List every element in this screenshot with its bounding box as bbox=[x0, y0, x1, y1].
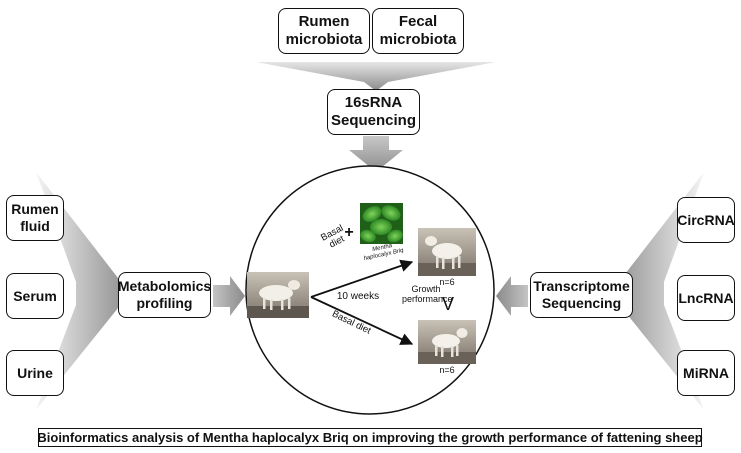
caption-box: Bioinformatics analysis of Mentha haploc… bbox=[37, 428, 703, 447]
n-control-label: n=6 bbox=[439, 365, 455, 375]
lncrna-box: LncRNA bbox=[677, 275, 735, 321]
right-small-arrow bbox=[496, 276, 528, 316]
weeks-label: 10 weeks bbox=[336, 291, 380, 302]
serum-box: Serum bbox=[6, 273, 64, 319]
metabolomics-box: Metabolomics profiling bbox=[118, 272, 211, 318]
greater-than-symbol: V bbox=[441, 294, 454, 314]
rumen-microbiota-label: Rumen microbiota bbox=[285, 13, 363, 48]
urine-label: Urine bbox=[17, 364, 53, 381]
serum-label: Serum bbox=[13, 287, 57, 304]
right-chevron-arrow bbox=[622, 172, 704, 410]
top-funnel-arrow bbox=[256, 62, 496, 91]
circrna-label: CircRNA bbox=[677, 211, 735, 228]
sheep-photo-start bbox=[247, 272, 309, 318]
rumen-fluid-box: Rumen fluid bbox=[6, 195, 64, 241]
fecal-microbiota-box: Fecal microbiota bbox=[372, 8, 464, 54]
left-chevron-arrow bbox=[36, 172, 118, 410]
fecal-microbiota-label: Fecal microbiota bbox=[379, 13, 457, 48]
mint-image bbox=[360, 203, 403, 244]
rumen-microbiota-box: Rumen microbiota bbox=[278, 8, 370, 54]
left-small-arrow bbox=[213, 276, 245, 316]
mirna-box: MiRNA bbox=[677, 350, 735, 396]
down-arrow bbox=[349, 136, 403, 172]
sheep-photo-treatment bbox=[418, 228, 476, 276]
growth-performance-label: Growth performance bbox=[402, 284, 453, 304]
metabolomics-label: Metabolomics profiling bbox=[117, 278, 212, 311]
circrna-box: CircRNA bbox=[677, 197, 735, 243]
arrow-to-control bbox=[310, 296, 414, 345]
transcriptome-box: Transcriptome Sequencing bbox=[530, 272, 633, 318]
rumen-fluid-label: Rumen fluid bbox=[11, 201, 59, 234]
plus-sign: + bbox=[344, 224, 354, 241]
transcriptome-label: Transcriptome Sequencing bbox=[533, 278, 630, 311]
urine-box: Urine bbox=[6, 350, 64, 396]
sequencing-16s-label: 16sRNA Sequencing bbox=[330, 94, 416, 129]
sheep-photo-control bbox=[418, 320, 476, 364]
arrow-to-treatment bbox=[310, 259, 414, 298]
lncrna-label: LncRNA bbox=[678, 289, 734, 306]
mirna-label: MiRNA bbox=[683, 364, 729, 381]
sequencing-16s-box: 16sRNA Sequencing bbox=[327, 89, 420, 135]
caption-text: Bioinformatics analysis of Mentha haploc… bbox=[37, 430, 703, 445]
n-treatment-label: n=6 bbox=[439, 277, 455, 287]
